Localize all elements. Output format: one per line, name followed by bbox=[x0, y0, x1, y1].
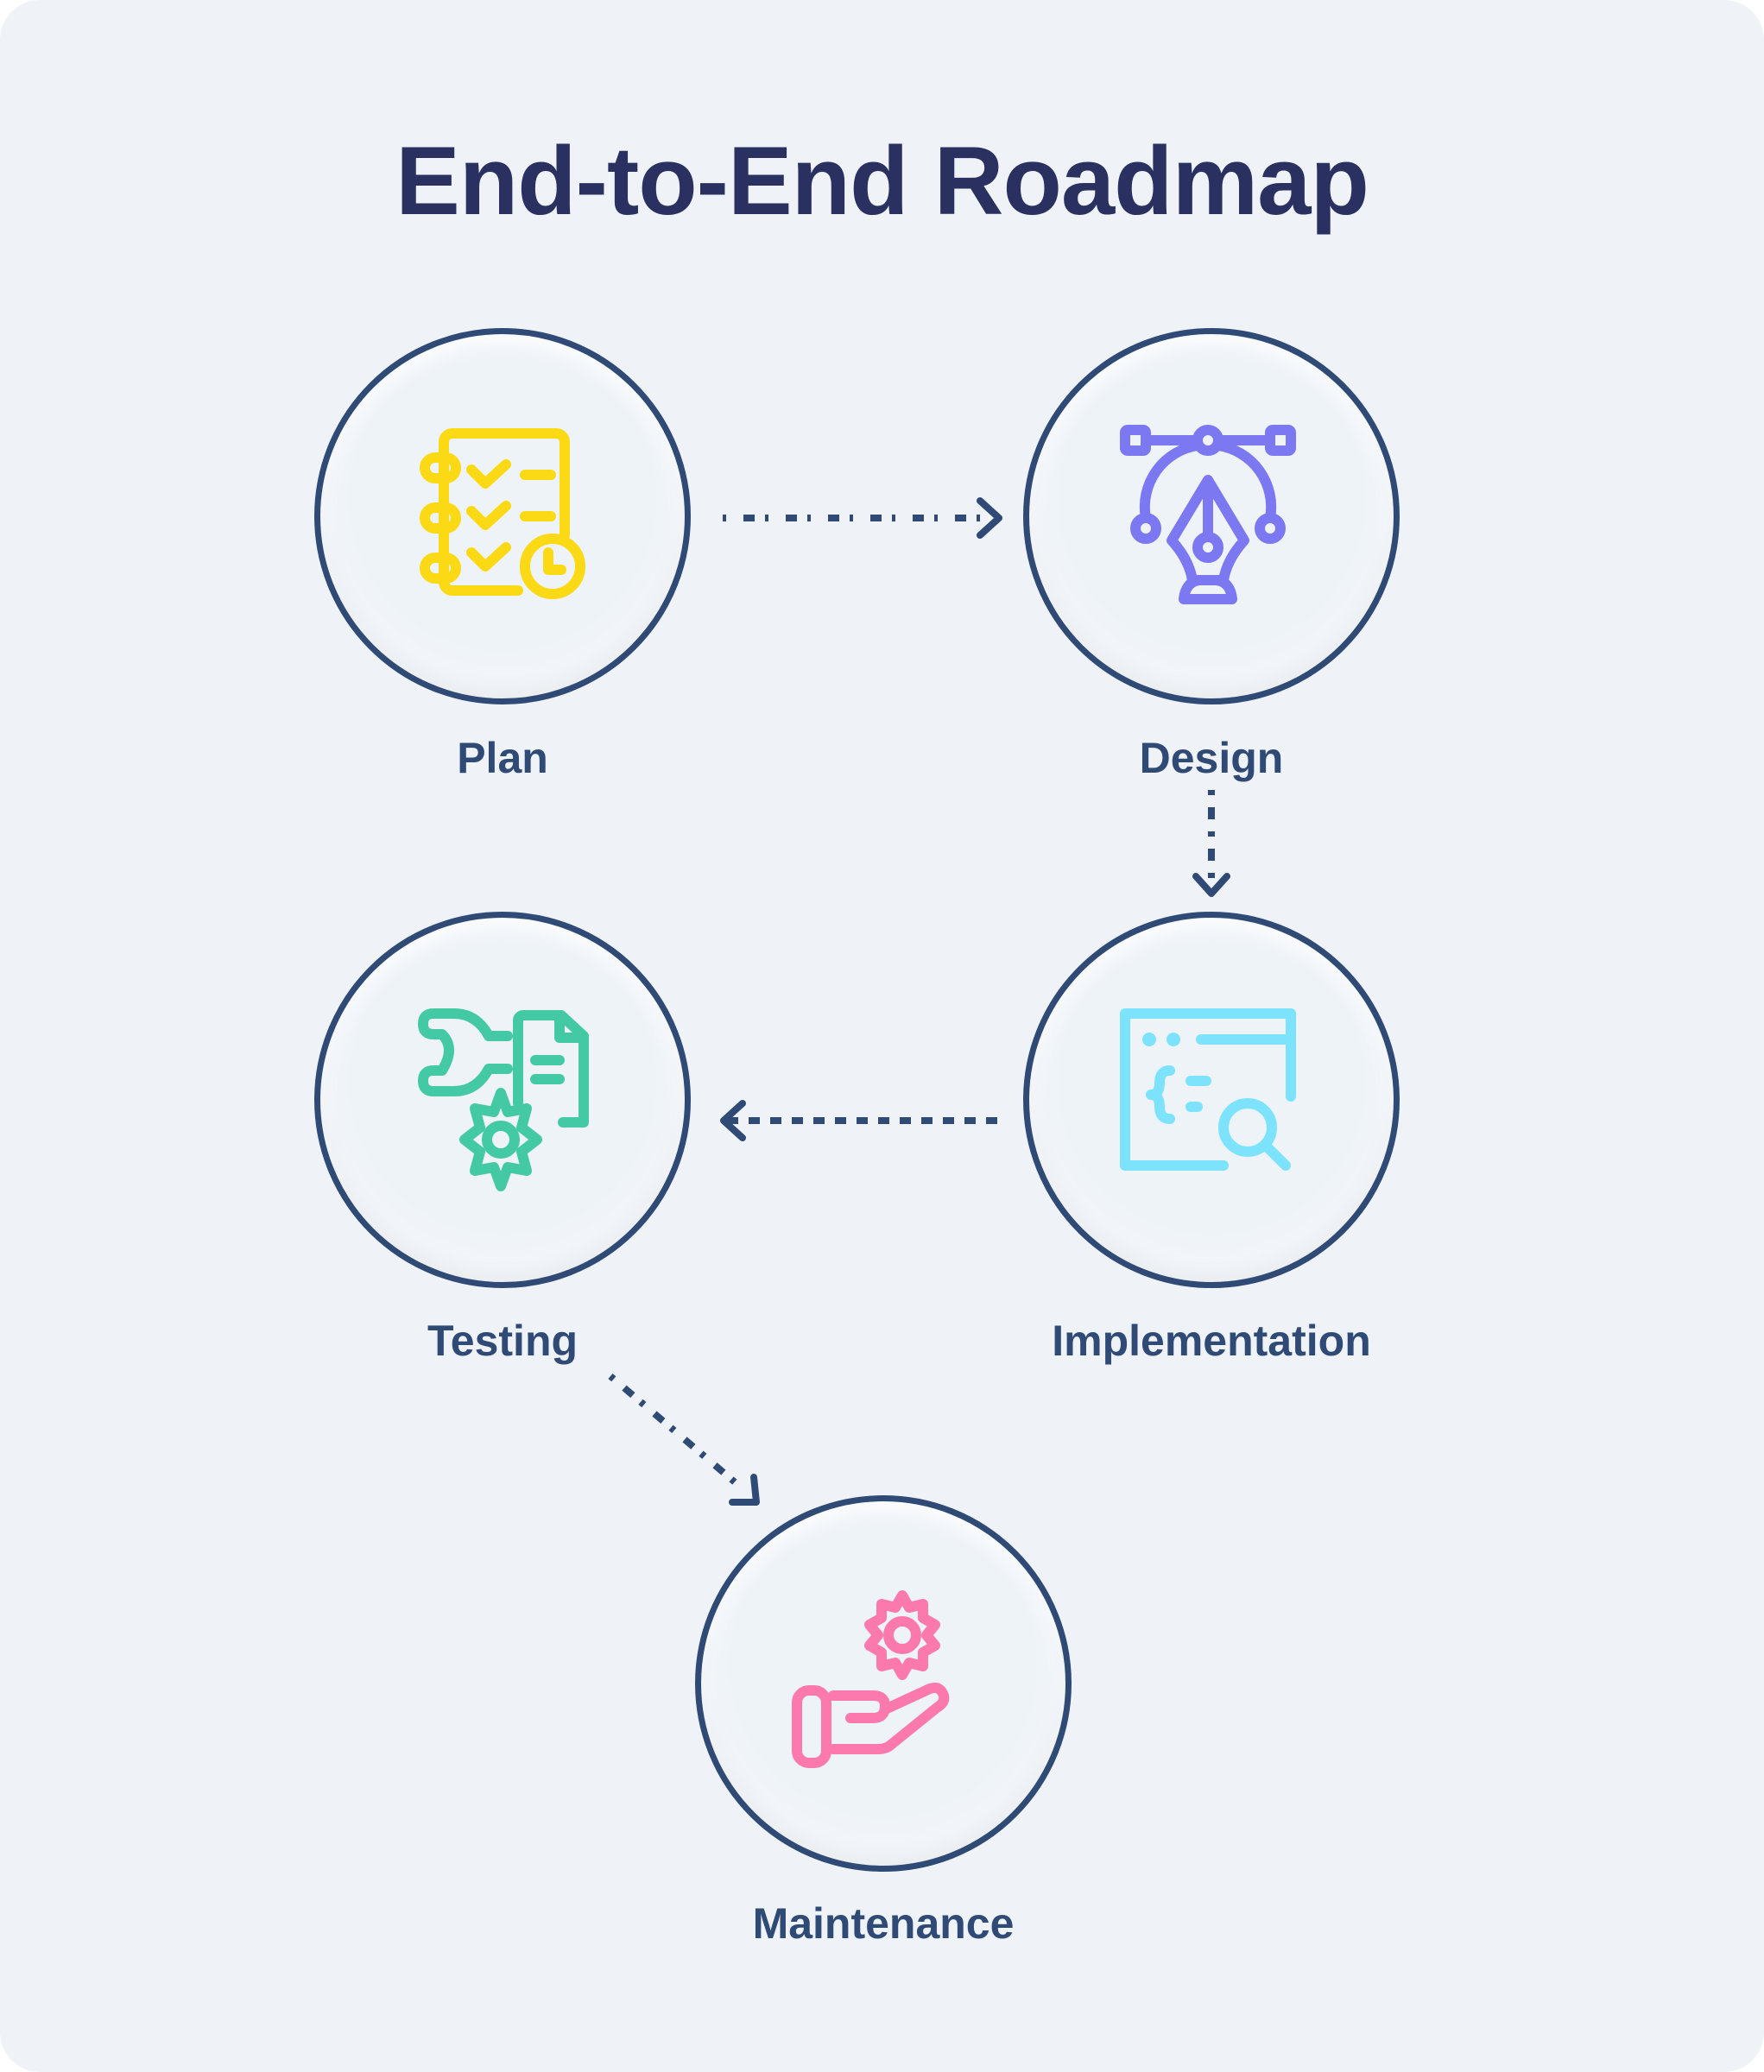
step-testing-circle[interactable] bbox=[314, 912, 691, 1288]
step-plan-label: Plan bbox=[457, 734, 548, 782]
step-design-circle[interactable] bbox=[1023, 328, 1400, 704]
page-title: End-to-End Roadmap bbox=[395, 127, 1369, 235]
hand-gear-icon bbox=[792, 1590, 950, 1768]
arrow-design-to-implementation bbox=[1192, 790, 1230, 897]
arrow-testing-to-maintenance bbox=[608, 1373, 760, 1506]
step-implementation-label: Implementation bbox=[1052, 1317, 1371, 1365]
arrow-plan-to-design bbox=[723, 497, 1002, 539]
arrow-implementation-to-testing bbox=[720, 1100, 997, 1141]
step-maintenance-label: Maintenance bbox=[752, 1899, 1015, 1948]
step-maintenance-circle[interactable] bbox=[695, 1495, 1072, 1872]
step-plan-circle[interactable] bbox=[314, 328, 691, 704]
step-testing-label: Testing bbox=[427, 1317, 579, 1365]
step-design-label: Design bbox=[1139, 734, 1284, 782]
pen-tool-bezier-icon bbox=[1120, 425, 1296, 604]
code-window-search-icon bbox=[1120, 1008, 1296, 1171]
step-implementation-circle[interactable] bbox=[1023, 912, 1400, 1288]
wrench-document-gear-icon bbox=[418, 1008, 589, 1191]
checklist-clock-icon bbox=[420, 428, 585, 599]
